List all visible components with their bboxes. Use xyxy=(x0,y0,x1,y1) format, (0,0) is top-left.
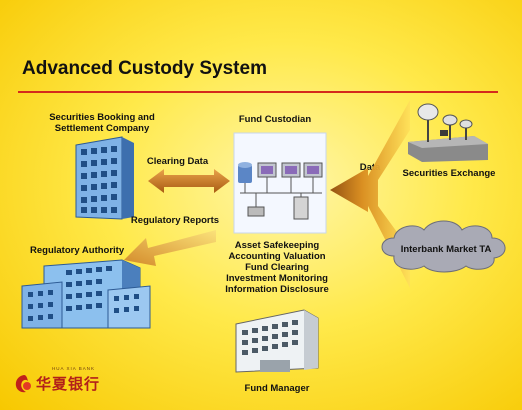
regulatory-reports-label: Regulatory Reports xyxy=(130,215,220,226)
title-divider xyxy=(18,91,498,93)
function-investment-monitoring: Investment Monitoring xyxy=(226,273,328,284)
office-building-icon xyxy=(235,309,319,373)
regulatory-reports-arrow xyxy=(124,230,216,266)
cloud-icon xyxy=(381,220,506,273)
function-accounting-valuation: Accounting Valuation xyxy=(228,251,326,262)
booking-label-line2: Settlement Company xyxy=(54,123,150,134)
computer-network-icon xyxy=(233,132,327,234)
booking-label-line1: Securities Booking and xyxy=(49,112,155,123)
office-building-icon xyxy=(75,136,134,220)
custodian-label: Fund Custodian xyxy=(238,114,312,125)
regulator-label: Regulatory Authority xyxy=(30,245,125,256)
clearing-data-label: Clearing Data xyxy=(146,156,209,167)
function-asset-safekeeping: Asset Safekeeping xyxy=(234,240,320,251)
satellite-dish-icon xyxy=(408,103,488,162)
slide-title: Advanced Custody System xyxy=(22,58,267,79)
function-information-disclosure: Information Disclosure xyxy=(225,284,329,295)
data-label: Data xyxy=(359,162,381,173)
function-fund-clearing: Fund Clearing xyxy=(245,262,309,273)
manager-label: Fund Manager xyxy=(244,383,310,394)
bank-logo-english: HUA XIA BANK xyxy=(52,366,96,371)
bank-logo-chinese: 华夏银行 xyxy=(36,376,101,393)
interbank-label: Interbank Market TA xyxy=(400,244,492,255)
bank-logo-icon xyxy=(15,375,31,393)
clearing-data-arrow xyxy=(148,169,230,193)
office-building-icon xyxy=(21,259,151,329)
exchange-label: Securities Exchange xyxy=(402,168,496,179)
